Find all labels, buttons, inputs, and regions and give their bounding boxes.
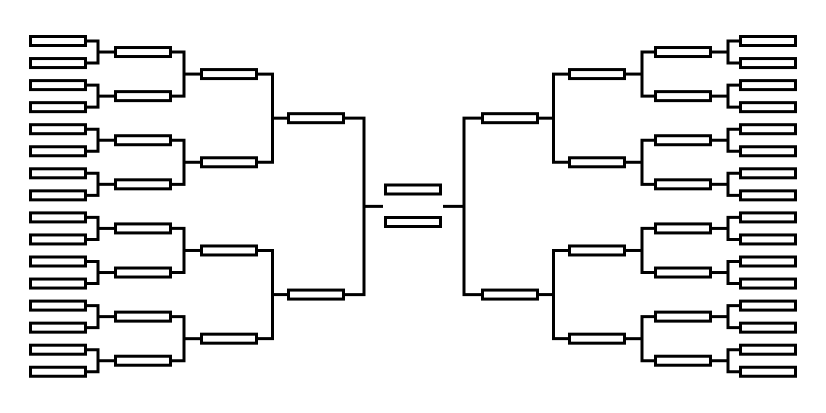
connector-left-round1-pair2 — [87, 83, 100, 109]
slot-right-round4-2 — [481, 288, 539, 301]
connector-left-round2-pair2 — [172, 138, 186, 186]
connector-left-round1-pair1 — [87, 39, 100, 65]
slot-left-round1-8 — [29, 189, 87, 202]
slot-left-round3-3 — [200, 244, 258, 257]
slot-right-round2-7 — [654, 310, 712, 323]
slot-left-round1-1 — [29, 35, 87, 47]
slot-left-round3-4 — [200, 332, 258, 345]
slot-left-round2-6 — [114, 266, 172, 279]
connector-left-round1-pair4 — [87, 171, 100, 197]
slot-left-round2-3 — [114, 134, 172, 147]
slot-right-round3-2 — [568, 156, 626, 169]
connector-right-round3-pair1 — [552, 72, 568, 164]
slot-right-round4-1 — [481, 112, 539, 125]
connector-right-round1-pair4 — [726, 171, 739, 197]
connector-right-round2-pair4 — [640, 315, 654, 363]
slot-left-round1-14 — [29, 321, 87, 334]
connector-left-round1-pair8 — [87, 348, 100, 374]
slot-left-round1-11 — [29, 255, 87, 268]
connector-right-round1-pair7 — [726, 304, 739, 330]
connector-right-round1-pair8 — [726, 348, 739, 374]
slot-right-round2-5 — [654, 222, 712, 235]
slot-right-round1-2 — [739, 57, 797, 70]
slot-left-round1-3 — [29, 79, 87, 92]
connector-left-round1-pair7 — [87, 304, 100, 330]
slot-right-round1-8 — [739, 189, 797, 202]
slot-left-round3-1 — [200, 68, 258, 81]
slot-right-round2-8 — [654, 354, 712, 367]
slot-right-round1-7 — [739, 167, 797, 180]
connector-left-round4-pair1 — [345, 116, 366, 297]
slot-left-round1-2 — [29, 57, 87, 70]
connector-right-round2-pair1 — [640, 50, 654, 98]
slot-right-round1-6 — [739, 145, 797, 158]
slot-right-round1-4 — [739, 101, 797, 114]
connector-left-round1-pair3 — [87, 127, 100, 153]
connector-left-round2-pair3 — [172, 226, 186, 275]
slot-right-round1-11 — [739, 255, 797, 268]
connector-left-round1-pair5 — [87, 215, 100, 241]
connector-right-round3-pair2 — [552, 248, 568, 341]
connector-right-round1-pair3 — [726, 127, 739, 153]
slot-right-round3-1 — [568, 68, 626, 81]
slot-left-round1-12 — [29, 277, 87, 290]
slot-right-round1-9 — [739, 211, 797, 224]
connector-right-round4-pair1 — [462, 116, 481, 297]
slot-right-round2-3 — [654, 134, 712, 147]
slot-left-round1-7 — [29, 167, 87, 180]
connector-right-round1-pair5 — [726, 215, 739, 241]
slot-right-round1-10 — [739, 233, 797, 246]
connector-left-round3-pair1 — [258, 72, 274, 164]
slot-right-round2-2 — [654, 90, 712, 103]
connector-left-round3-pair2 — [258, 248, 274, 341]
slot-right-round3-4 — [568, 332, 626, 345]
connector-left-round2-pair4 — [172, 315, 186, 363]
slot-right-round2-4 — [654, 178, 712, 191]
slot-left-round1-9 — [29, 211, 87, 224]
slot-right-round1-13 — [739, 299, 797, 312]
slot-left-round2-8 — [114, 354, 172, 367]
slot-left-round3-2 — [200, 156, 258, 169]
slot-left-round4-1 — [287, 112, 345, 125]
slot-left-round1-5 — [29, 123, 87, 136]
slot-left-round1-6 — [29, 145, 87, 158]
final-slot-top — [384, 183, 442, 196]
connector-right-round1-pair6 — [726, 260, 739, 286]
slot-left-round2-7 — [114, 310, 172, 323]
slot-left-round1-15 — [29, 343, 87, 356]
slot-left-round2-4 — [114, 178, 172, 191]
slot-right-round1-1 — [739, 35, 797, 47]
slot-left-round2-2 — [114, 90, 172, 103]
slot-right-round1-12 — [739, 277, 797, 290]
slot-right-round1-16 — [739, 365, 797, 378]
slot-right-round3-3 — [568, 244, 626, 257]
slot-left-round4-2 — [287, 288, 345, 301]
slot-right-round2-6 — [654, 266, 712, 279]
connector-right-round2-pair3 — [640, 226, 654, 275]
slot-left-round1-13 — [29, 299, 87, 312]
slot-right-round1-5 — [739, 123, 797, 136]
connector-right-round2-pair2 — [640, 138, 654, 186]
slot-left-round1-16 — [29, 365, 87, 378]
slot-left-round2-5 — [114, 222, 172, 235]
final-slot-bottom — [384, 216, 442, 228]
slot-right-round1-15 — [739, 343, 797, 356]
connector-right-round1-pair2 — [726, 83, 739, 109]
connector-left-round1-pair6 — [87, 260, 100, 286]
slot-right-round1-3 — [739, 79, 797, 92]
slot-right-round2-1 — [654, 46, 712, 59]
slot-left-round1-10 — [29, 233, 87, 246]
slot-right-round1-14 — [739, 321, 797, 334]
connector-left-round2-pair1 — [172, 50, 186, 98]
slot-left-round2-1 — [114, 46, 172, 59]
connector-right-round1-pair1 — [726, 39, 739, 65]
slot-left-round1-4 — [29, 101, 87, 114]
